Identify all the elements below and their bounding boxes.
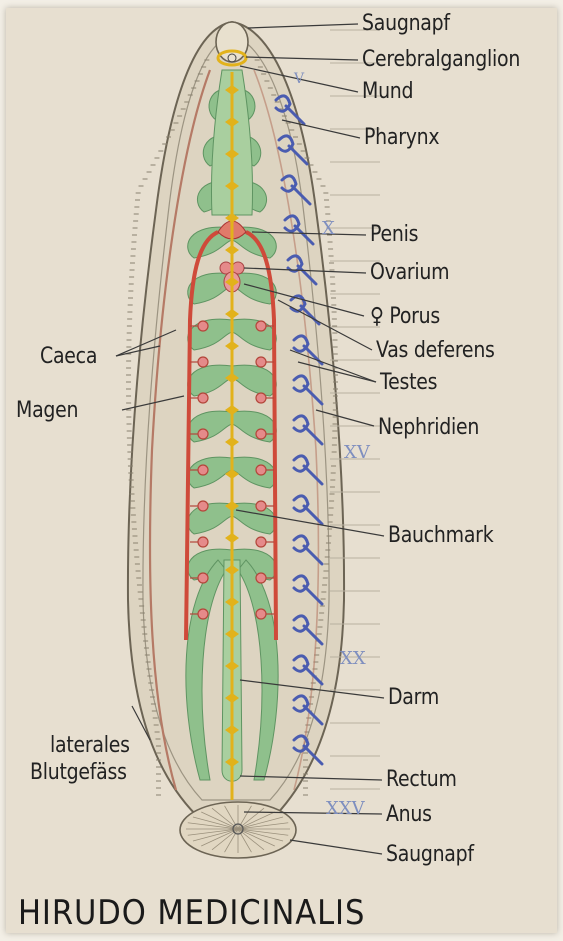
testis-left [198,501,208,511]
label-laterales: laterales [50,735,130,757]
label-penis: Penis [370,224,418,246]
label-saugnapf-bottom: Saugnapf [386,844,474,866]
testis-left [198,537,208,547]
segment-number-xv: XV [344,444,370,462]
label-vas-deferens: Vas deferens [376,340,495,362]
testis-left [198,393,208,403]
testis-left [198,357,208,367]
segment-number-xxv: XXV [326,800,365,818]
segment-number-x: X [322,220,335,238]
label-ovarium: Ovarium [370,262,449,284]
label-magen: Magen [16,400,78,422]
testis-left [198,465,208,475]
label-blutgefass: Blutgefäss [30,762,127,784]
testis-right [256,357,266,367]
label-porus: ♀ Porus [370,306,440,328]
front-sucker [216,22,248,62]
testis-left [198,573,208,583]
testis-left [198,321,208,331]
label-darm: Darm [388,687,439,709]
testis-right [256,321,266,331]
label-pharynx: Pharynx [364,127,439,149]
label-bauchmark: Bauchmark [388,525,493,547]
testis-right [256,537,266,547]
label-nephridien: Nephridien [378,417,479,439]
testis-left [198,609,208,619]
testis-right [256,393,266,403]
testis-left [198,429,208,439]
segment-number-v: V [294,72,304,86]
testis-right [256,429,266,439]
testis-right [256,609,266,619]
testis-right [256,501,266,511]
label-cerebralganglion: Cerebralganglion [362,49,520,71]
label-testes: Testes [380,372,437,394]
testis-right [256,573,266,583]
label-caeca: Caeca [40,346,97,368]
testis-right [256,465,266,475]
label-saugnapf-top: Saugnapf [362,13,450,35]
label-mund: Mund [362,81,413,103]
segment-number-xx: XX [340,650,366,668]
label-rectum: Rectum [386,769,457,791]
chart-title: HIRUDO MEDICINALIS [18,896,365,930]
label-anus: Anus [386,804,432,826]
